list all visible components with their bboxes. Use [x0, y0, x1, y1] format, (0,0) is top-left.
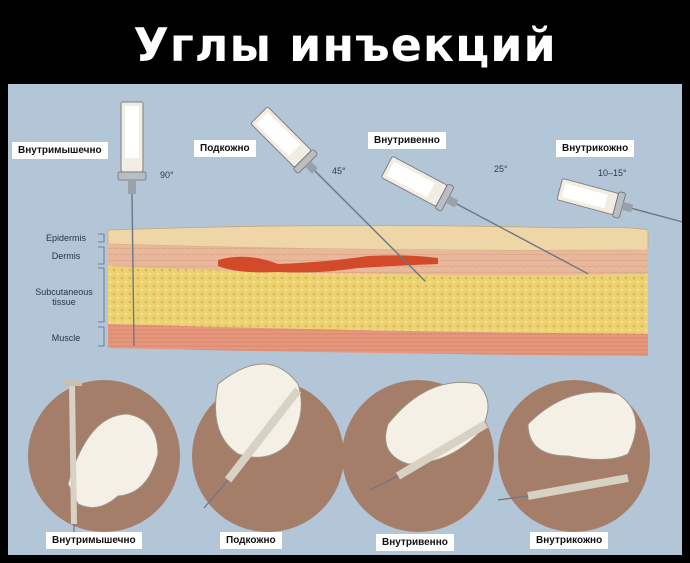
syringe-subcutaneous: [250, 106, 426, 282]
syringe-intramuscular: [117, 101, 147, 347]
angle-intravenous: 25°: [494, 164, 508, 174]
angle-subcutaneous: 45°: [332, 166, 346, 176]
label-intramuscular: Внутримышечно: [12, 142, 108, 159]
layer-label-epidermis: Epidermis: [45, 233, 86, 243]
bottom-label-intravenous: Внутривенно: [376, 534, 454, 551]
label-intravenous: Внутривенно: [368, 132, 446, 149]
page-title: Углы инъекций: [133, 18, 557, 72]
syringe-intravenous: [381, 156, 589, 275]
syringe-intradermal: [556, 178, 682, 251]
hand-circle-intramuscular: [28, 380, 180, 542]
vein: [218, 255, 438, 273]
epidermis-layer: [107, 225, 649, 251]
diagram-panel: Внутримышечно Подкожно Внутривенно Внутр…: [8, 84, 682, 555]
hand-circle-subcutaneous: [192, 363, 344, 532]
layer-brackets: [98, 233, 105, 347]
layer-label-subcutaneous: Subcutaneous tissue: [35, 287, 93, 307]
angle-intramuscular: 90°: [160, 170, 174, 180]
bottom-label-intramuscular: Внутримышечно: [46, 532, 142, 549]
label-subcutaneous: Подкожно: [194, 140, 256, 157]
label-intradermal: Внутрикожно: [556, 140, 635, 157]
hand-circle-intravenous: [342, 380, 494, 532]
angle-intradermal: 10–15°: [598, 168, 627, 178]
injection-diagram: [28, 101, 682, 542]
skin-cross-section: [107, 225, 649, 356]
layer-label-dermis: Dermis: [51, 251, 81, 261]
bottom-label-subcutaneous: Подкожно: [220, 532, 282, 549]
layer-label-muscle: Muscle: [51, 333, 81, 343]
hand-circle-intradermal: [497, 380, 650, 532]
bottom-label-intradermal: Внутрикожно: [530, 532, 609, 549]
